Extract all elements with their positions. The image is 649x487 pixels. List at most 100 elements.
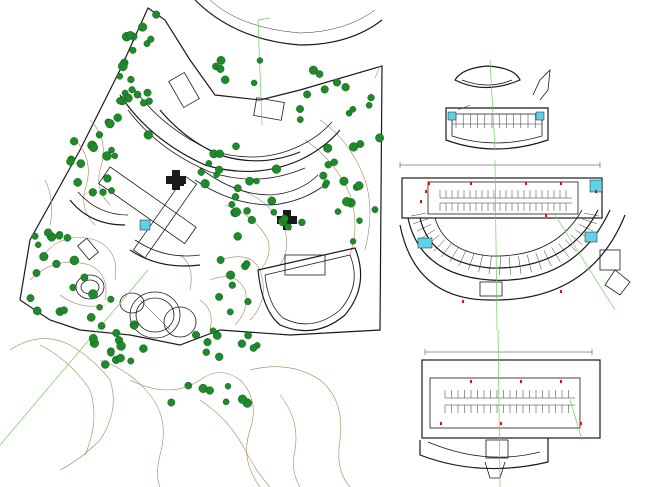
tree-icon [69,283,77,292]
tree-icon [244,331,252,340]
tree-icon [216,64,225,73]
tree-icon [103,174,112,183]
tree-icon [226,308,234,316]
tree-icon [88,142,98,152]
tree-icon [203,338,212,347]
tree-icon [76,159,86,168]
tree-icon [308,65,318,75]
tree-icon [323,179,330,187]
tree-icon [191,330,200,339]
tree-icon [97,322,106,330]
tree-icon [324,160,332,169]
tree-icon [242,260,251,268]
tree-icon [26,294,35,302]
tree-icon [116,341,126,351]
tree-icon [271,164,282,174]
tree-icon [231,207,242,217]
tree-icon [118,61,128,72]
tree-icon [354,181,364,191]
tree-icon [112,329,121,338]
tree-icon [105,119,115,129]
tree-icon [349,106,357,113]
tree-icon [222,398,230,406]
tree-icon [371,206,379,214]
tree-icon [205,160,213,167]
red-marker [580,422,582,425]
tree-icon [198,383,208,393]
tree-icon [296,116,304,124]
tree-icon [212,331,222,340]
tree-icon [247,215,256,225]
round-pavilion [257,247,362,332]
tree-icon [200,179,210,189]
tree-icon [367,93,375,102]
tree-icon [243,207,251,215]
tree-icon [143,130,153,140]
red-marker [560,182,562,185]
tree-icon [228,281,236,289]
red-marker [595,190,597,193]
tree-icon [167,398,176,407]
tree-icon [39,252,49,262]
tree-icon [66,157,75,166]
tree-icon [284,223,292,231]
tree-icon [270,208,278,216]
tree-icon [73,178,82,187]
tree-icon [116,97,124,105]
swimming-pools [75,274,197,339]
tree-icon [250,79,258,87]
tree-icon [209,327,217,335]
tree-icon [63,233,72,242]
tree-icon [96,304,103,311]
tree-icon [231,193,240,201]
tree-icon [88,188,97,197]
tree-icon [333,78,342,87]
tree-icon [55,231,64,240]
tree-icon [232,142,240,151]
red-marker [525,182,527,185]
tree-icon [224,383,232,390]
tree-icon [108,187,115,195]
tree-icon [143,88,152,97]
tree-icon [99,188,107,196]
tree-icon [244,298,252,306]
parking-stalls-lower [444,390,575,413]
tree-icon [215,149,224,159]
tree-icon [139,344,148,353]
tree-icon [116,353,125,363]
tree-icon [237,394,248,404]
tree-icon [226,270,236,280]
upper-floor-plan [445,59,551,151]
tree-icon [86,313,96,322]
parking-plan [419,329,601,487]
tree-icon [339,176,349,186]
tree-icon [147,35,155,43]
red-marker [440,422,442,425]
tree-icon [356,217,363,224]
tree-icon [342,197,352,207]
tree-icon [315,70,324,78]
tree-icon [253,177,260,185]
tree-icon [129,46,137,54]
tree-icon [245,176,254,186]
tree-icon [130,322,138,330]
red-marker [500,422,502,425]
tree-icon [349,238,357,245]
tree-icon [111,152,119,160]
tree-icon [140,99,148,107]
tree-icon [202,348,211,356]
red-marker [425,190,427,193]
tree-icon [95,131,104,139]
tree-icon [216,256,225,264]
lower-wings [69,166,201,267]
tree-icon [233,232,242,241]
tree-icon [102,151,112,161]
tree-icon [298,218,306,227]
tree-icon [133,90,142,99]
topographic-contours [9,119,371,487]
tree-icon [256,57,264,64]
tree-icon [138,22,148,32]
tree-icon [216,56,226,65]
red-marker [520,380,522,383]
